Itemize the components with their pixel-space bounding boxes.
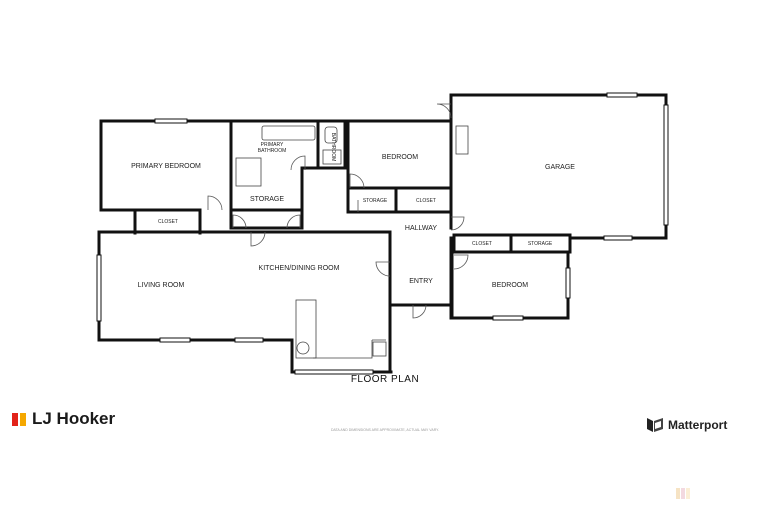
skylight bbox=[455, 125, 469, 155]
storage-door-right bbox=[286, 214, 301, 229]
dimensions-disclaimer: DATA AND DIMENSIONS ARE APPROXIMATE, ACT… bbox=[330, 428, 440, 432]
room-label-closet-primary: CLOSET bbox=[158, 219, 178, 225]
floor-plan-title: FLOOR PLAN bbox=[350, 374, 420, 385]
garage-side-door bbox=[436, 103, 452, 119]
room-label-primary-bathroom-2: BATHROOM bbox=[258, 148, 287, 154]
lj-hooker-logo-icon bbox=[12, 412, 26, 426]
bathroom-door bbox=[290, 155, 306, 171]
closet-bottom-walls bbox=[452, 233, 572, 254]
agency-name: LJ Hooker bbox=[32, 409, 116, 428]
windows bbox=[96, 92, 669, 375]
closet-primary-walls bbox=[133, 208, 202, 235]
room-label-hallway: HALLWAY bbox=[405, 225, 437, 232]
room-label-entry: ENTRY bbox=[409, 278, 433, 285]
agency-logo: LJ Hooker bbox=[12, 409, 115, 429]
room-label-closet-bedroom-top: CLOSET bbox=[416, 198, 436, 204]
room-label-primary-bathroom-1: PRIMARY bbox=[261, 142, 284, 148]
room-label-storage-bedroom-bottom: STORAGE bbox=[528, 241, 553, 247]
room-label-bedroom-bottom: BEDROOM bbox=[492, 282, 528, 289]
room-label-living-room: LIVING ROOM bbox=[138, 282, 185, 289]
provider-logo: Matterport bbox=[647, 418, 727, 432]
room-label-garage: GARAGE bbox=[545, 164, 575, 171]
doors bbox=[207, 103, 469, 319]
kitchen-island bbox=[295, 299, 317, 359]
room-label-bathroom: BATHROOM bbox=[330, 133, 336, 162]
primary-bedroom-walls bbox=[99, 119, 137, 212]
room-label-storage-center: STORAGE bbox=[250, 196, 284, 203]
logo-bar-yellow bbox=[20, 412, 26, 426]
primary-bedroom-door bbox=[207, 195, 223, 211]
matterport-logo-icon bbox=[647, 418, 663, 432]
storage-small-walls bbox=[346, 188, 453, 214]
room-label-kitchen-dining: KITCHEN/DINING ROOM bbox=[259, 265, 340, 272]
entry-door bbox=[412, 304, 427, 319]
room-label-storage-small: STORAGE bbox=[363, 198, 388, 204]
bedroom-top-door bbox=[349, 173, 365, 189]
vanity bbox=[322, 149, 342, 165]
storage-door-left bbox=[232, 214, 247, 229]
room-label-primary-bedroom: PRIMARY BEDROOM bbox=[131, 163, 201, 170]
room-labels: PRIMARY BEDROOM PRIMARY BATHROOM BATHROO… bbox=[131, 133, 575, 289]
storage-walls bbox=[229, 168, 304, 230]
corner-watermark-icon bbox=[676, 488, 690, 499]
bedroom-bottom-door bbox=[453, 254, 469, 270]
bathtub bbox=[261, 125, 316, 141]
kitchen-door bbox=[375, 261, 391, 277]
hallway-garage-door bbox=[450, 216, 465, 231]
walls bbox=[97, 93, 668, 374]
kitchen-counter bbox=[313, 339, 386, 359]
toilet bbox=[324, 126, 338, 144]
fixtures bbox=[235, 125, 469, 359]
room-label-closet-bedroom-bottom: CLOSET bbox=[472, 241, 492, 247]
washer bbox=[296, 341, 310, 355]
provider-name: Matterport bbox=[668, 418, 728, 432]
room-label-bedroom-top: BEDROOM bbox=[382, 154, 418, 161]
logo-bar-red bbox=[12, 412, 18, 426]
shower bbox=[235, 157, 262, 187]
living-door bbox=[250, 231, 266, 247]
stove bbox=[372, 341, 387, 357]
